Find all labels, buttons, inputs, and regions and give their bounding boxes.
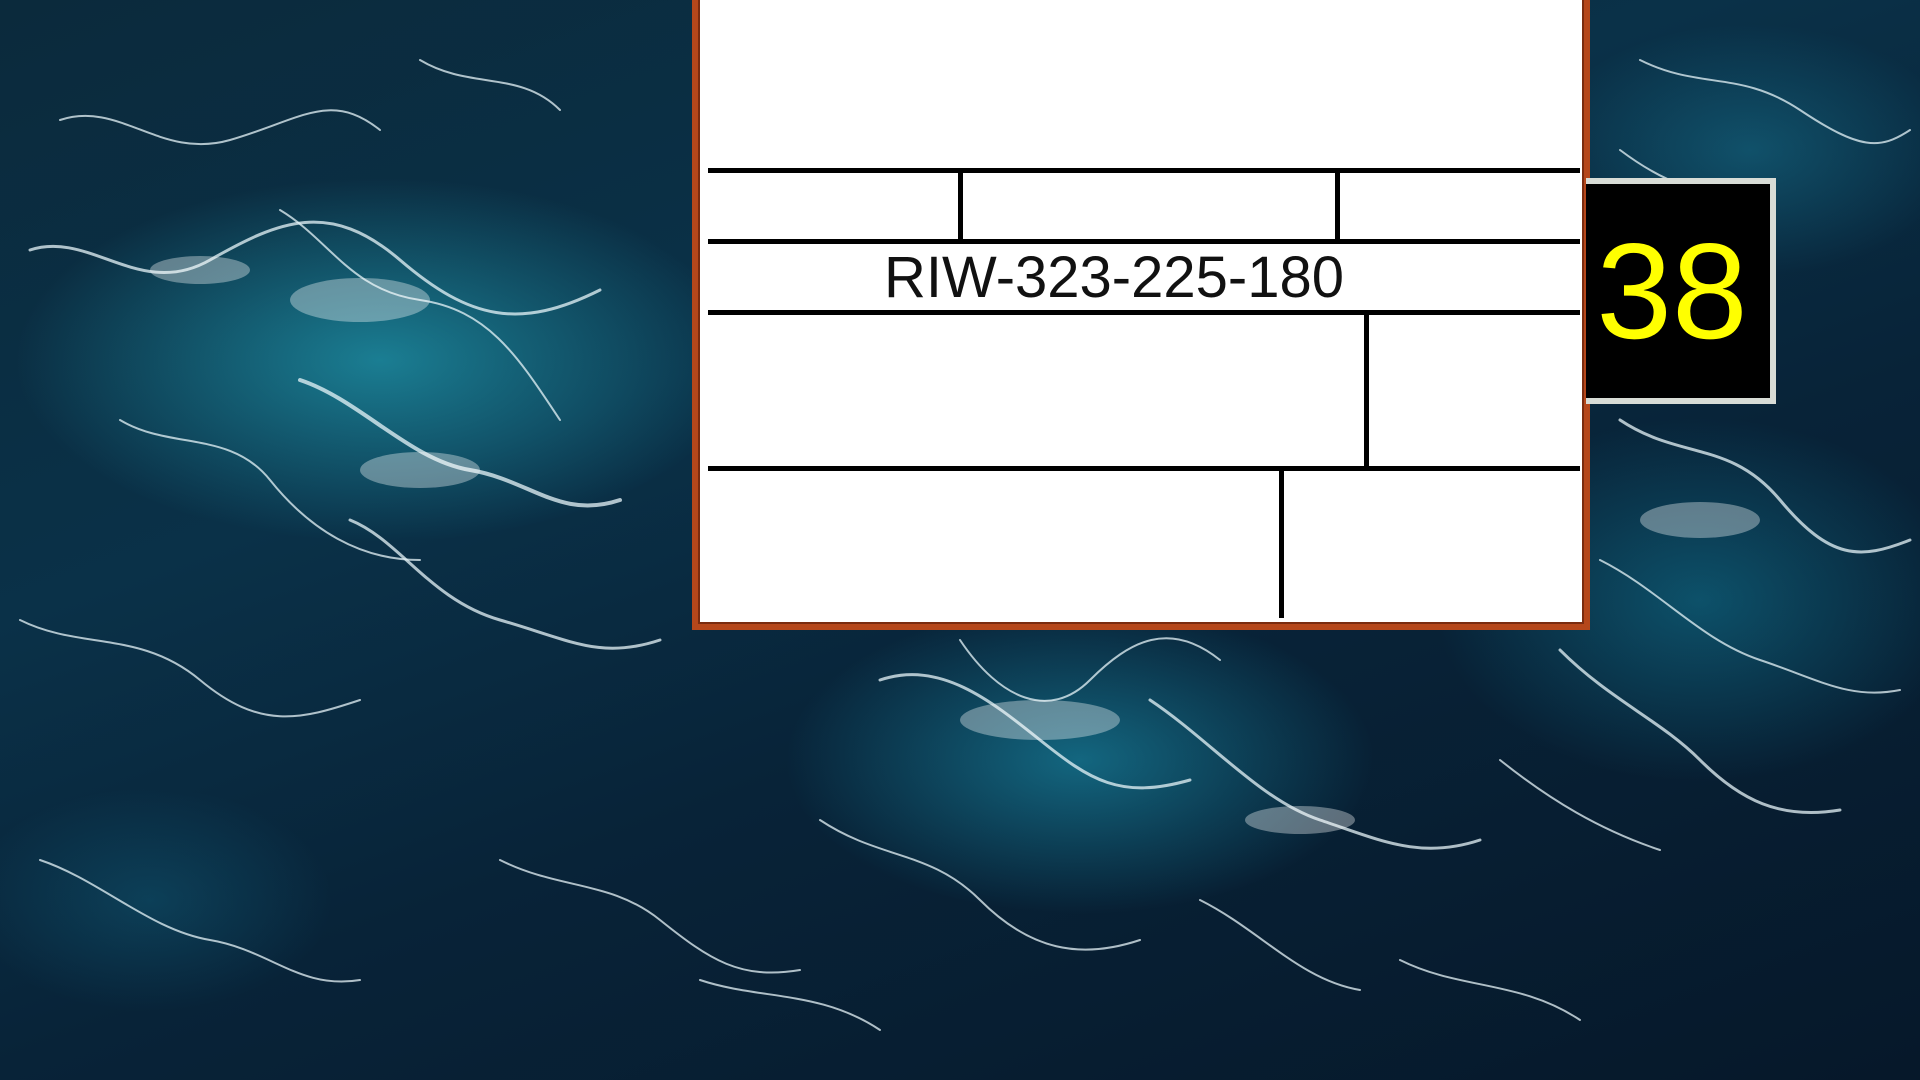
- form-row-1: [708, 173, 1580, 244]
- form-grid: RIW-323-225-180: [708, 0, 1580, 618]
- form-cell-4-2[interactable]: [1284, 471, 1580, 618]
- form-id-value[interactable]: RIW-323-225-180: [884, 244, 1344, 310]
- form-window: RIW-323-225-180: [692, 0, 1590, 630]
- form-cell-1-3[interactable]: [1340, 173, 1580, 239]
- form-divider: [958, 173, 963, 239]
- form-header-cell[interactable]: [708, 0, 1580, 173]
- form-cell-3-1[interactable]: [708, 315, 1364, 466]
- form-cell-1-2[interactable]: [963, 173, 1335, 239]
- form-divider: [1364, 315, 1369, 466]
- form-divider: [1335, 173, 1340, 239]
- counter-widget: 38: [1586, 178, 1776, 404]
- form-cell-4-1[interactable]: [708, 471, 1279, 618]
- form-row-4: [708, 471, 1580, 618]
- form-cell-3-2[interactable]: [1369, 315, 1580, 466]
- form-cell-1-1[interactable]: [708, 173, 958, 239]
- form-row-2: RIW-323-225-180: [708, 244, 1580, 315]
- form-divider: [1279, 471, 1284, 618]
- counter-value: 38: [1596, 215, 1748, 367]
- form-row-3: [708, 315, 1580, 471]
